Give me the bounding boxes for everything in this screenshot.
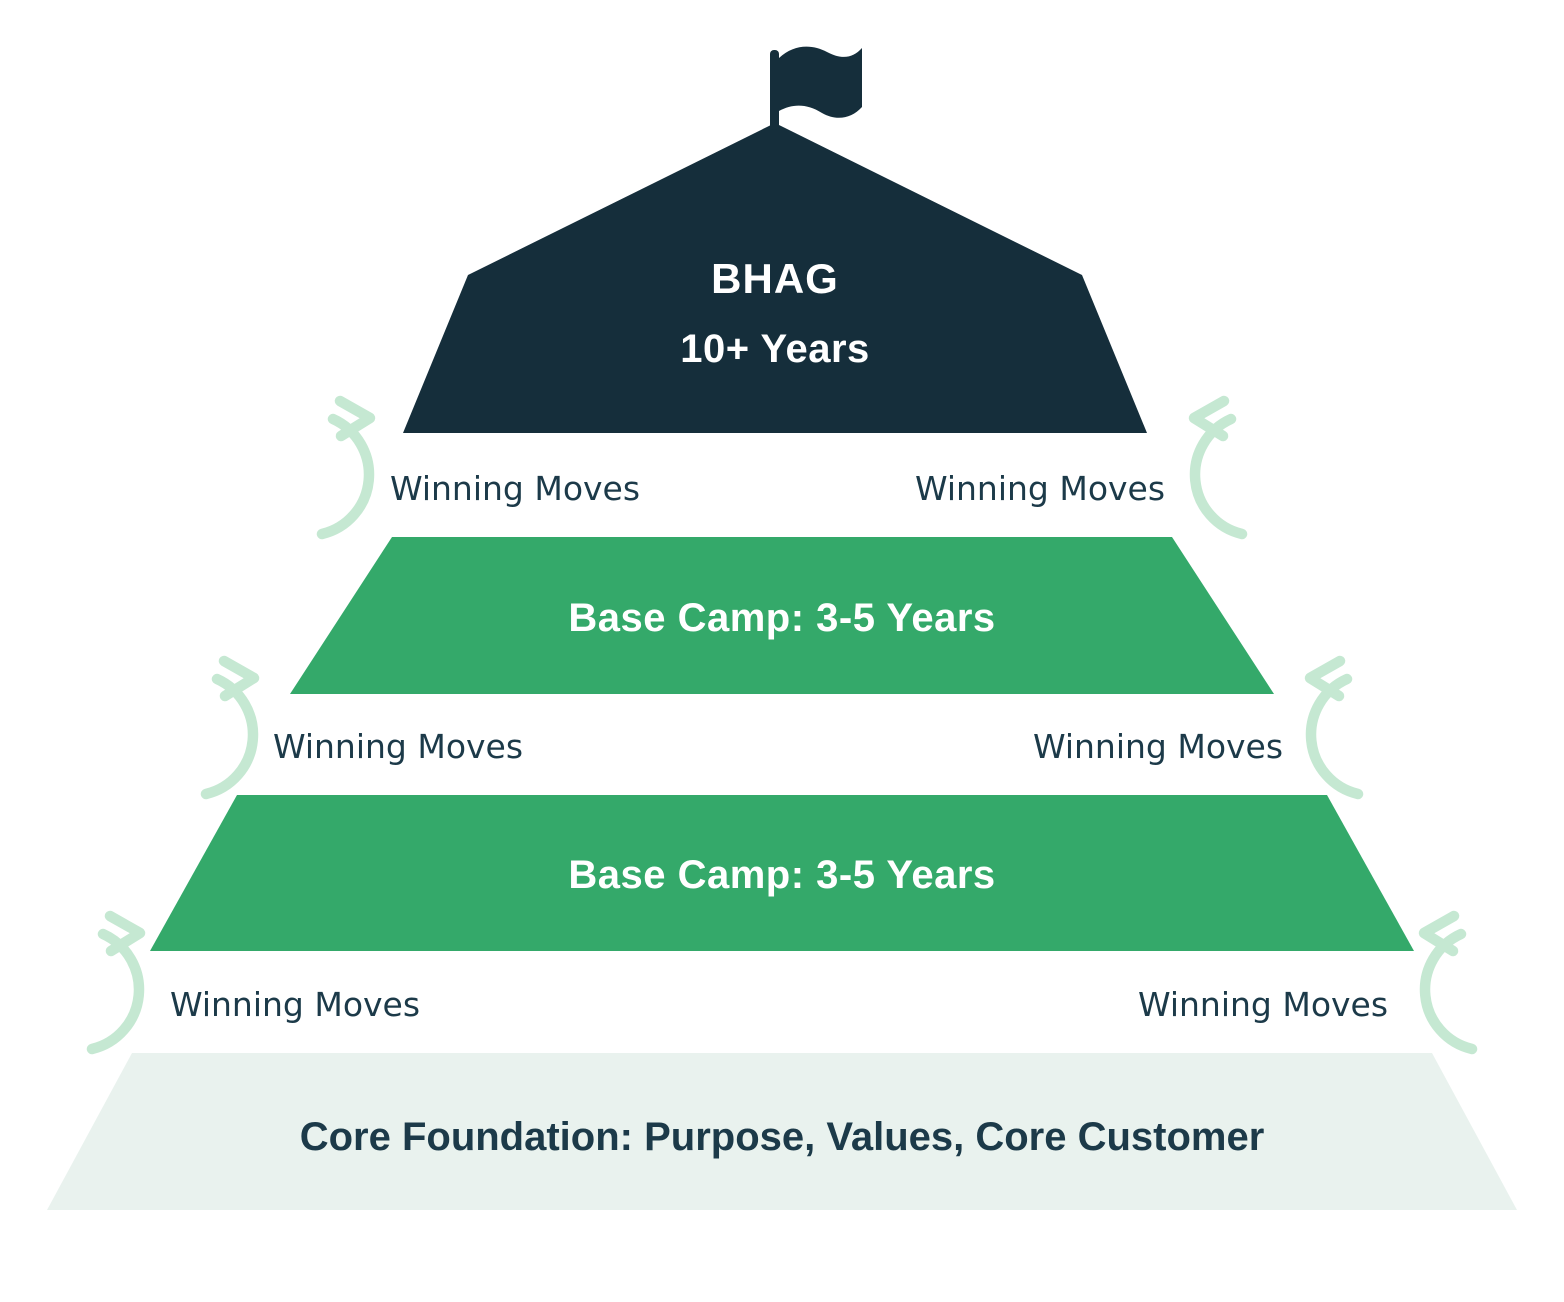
mountain-shape — [403, 123, 1147, 433]
base-camp-level-1-label: Base Camp: 3-5 Years — [568, 596, 995, 640]
winning-moves-label-right: Winning Moves — [915, 469, 1165, 508]
base-camp-level-1: Base Camp: 3-5 Years — [290, 537, 1274, 694]
winning-moves-label-left: Winning Moves — [273, 727, 523, 766]
cycle-arrow-icon — [1194, 401, 1242, 534]
peak-subtitle: 10+ Years — [680, 327, 870, 371]
cycle-arrow-icon — [92, 916, 140, 1049]
base-camp-level-1-shape — [290, 537, 1274, 694]
cycle-arrow-icon — [206, 661, 254, 794]
mountain-peak-shape: BHAG 10+ Years — [403, 46, 1147, 433]
foundation-shape — [47, 1053, 1517, 1210]
cycle-arrow-icon — [1310, 661, 1358, 794]
base-camp-level-2: Base Camp: 3-5 Years — [150, 795, 1414, 951]
winning-moves-row-1: Winning Moves Winning Moves — [322, 401, 1242, 534]
cycle-arrow-icon — [1424, 916, 1472, 1049]
foundation-level: Core Foundation: Purpose, Values, Core C… — [47, 1053, 1517, 1210]
winning-moves-label-right: Winning Moves — [1033, 727, 1283, 766]
flag-icon — [770, 46, 862, 130]
cycle-arrow-icon — [322, 401, 370, 534]
winning-moves-label-right: Winning Moves — [1138, 985, 1388, 1024]
winning-moves-row-3: Winning Moves Winning Moves — [92, 916, 1472, 1049]
base-camp-level-2-label: Base Camp: 3-5 Years — [568, 853, 995, 897]
winning-moves-label-left: Winning Moves — [390, 469, 640, 508]
winning-moves-label-left: Winning Moves — [170, 985, 420, 1024]
foundation-label: Core Foundation: Purpose, Values, Core C… — [300, 1115, 1265, 1159]
winning-moves-row-2: Winning Moves Winning Moves — [206, 661, 1358, 794]
base-camp-level-2-shape — [150, 795, 1414, 951]
peak-title: BHAG — [711, 255, 839, 302]
